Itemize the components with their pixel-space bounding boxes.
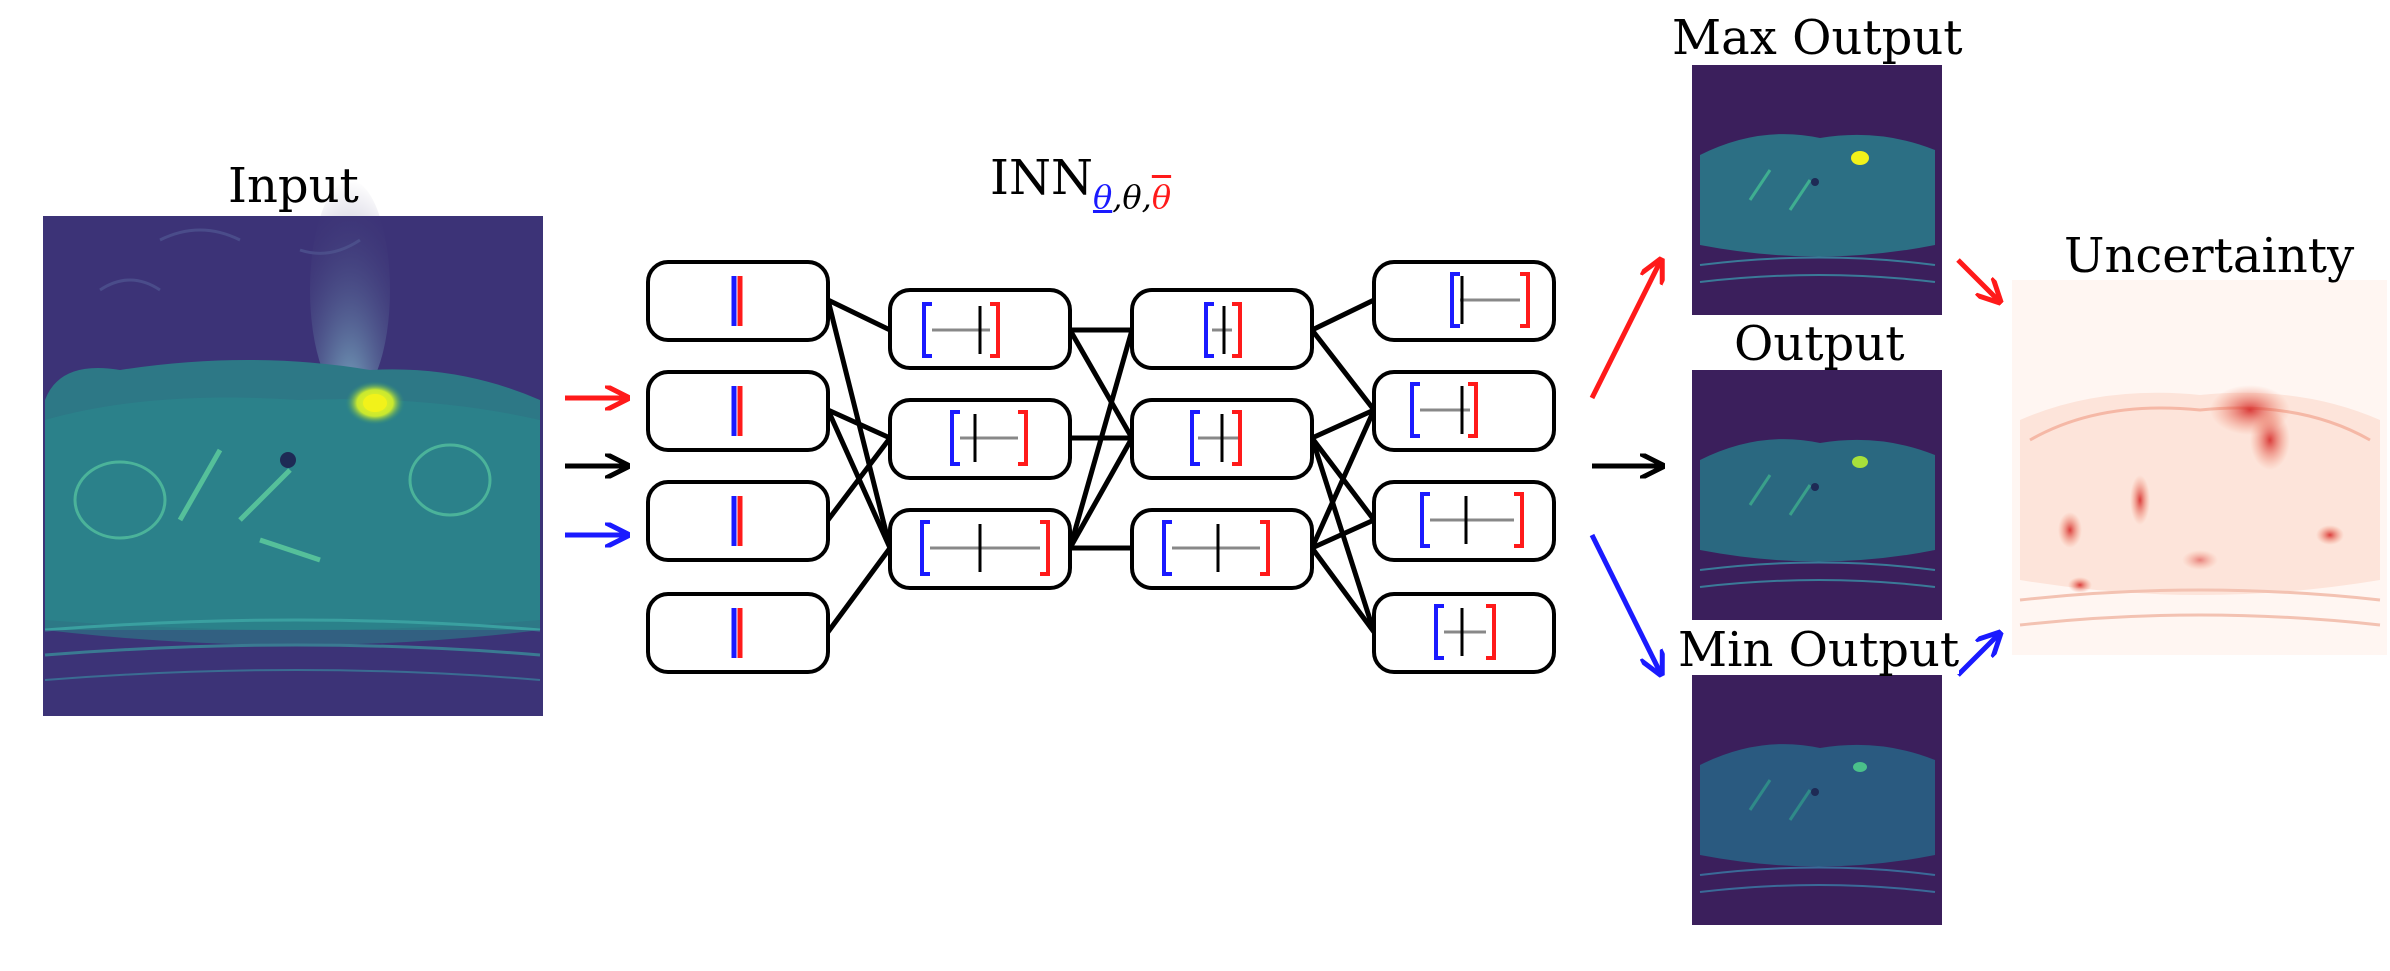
node-l1-4 — [646, 592, 830, 674]
inn-title: INNθ,θ,θ — [990, 150, 1171, 216]
node-l2-3 — [888, 508, 1072, 590]
node-l2-2 — [888, 398, 1072, 480]
network-edges — [825, 297, 1377, 634]
inn-sub-upper: θ — [1151, 178, 1172, 216]
inn-sub-sep1: , — [1112, 178, 1123, 216]
node-l2-1 — [888, 288, 1072, 370]
node-l3-1 — [1130, 288, 1314, 370]
output-title: Output — [1734, 316, 1905, 372]
arrow-max-to-uncertainty — [1956, 258, 1998, 300]
arrow-min-to-uncertainty — [1956, 635, 1998, 677]
inn-main: INN — [990, 150, 1093, 206]
inn-sub-mid: θ — [1122, 178, 1142, 216]
node-l1-3 — [646, 480, 830, 562]
inn-sub-sep2: , — [1141, 178, 1152, 216]
node-l4-1 — [1372, 260, 1556, 342]
node-l3-2 — [1130, 398, 1314, 480]
node-l4-2 — [1372, 370, 1556, 452]
max-output-image — [1692, 65, 1942, 315]
node-l4-4 — [1372, 592, 1556, 674]
min-output-image — [1692, 675, 1942, 925]
min-output-title: Min Output — [1678, 622, 1960, 678]
node-l3-3 — [1130, 508, 1314, 590]
input-image — [43, 180, 543, 716]
node-l4-3 — [1372, 480, 1556, 562]
inn-sub-lower: θ — [1092, 178, 1113, 216]
arrow-to-max — [1589, 262, 1660, 400]
max-output-title: Max Output — [1672, 10, 1963, 66]
node-l1-2 — [646, 370, 830, 452]
input-title: Input — [228, 158, 359, 214]
output-image — [1692, 370, 1942, 620]
arrow-to-min — [1589, 533, 1660, 672]
uncertainty-title: Uncertainty — [2064, 228, 2355, 284]
node-l1-1 — [646, 260, 830, 342]
uncertainty-image — [2012, 280, 2387, 655]
